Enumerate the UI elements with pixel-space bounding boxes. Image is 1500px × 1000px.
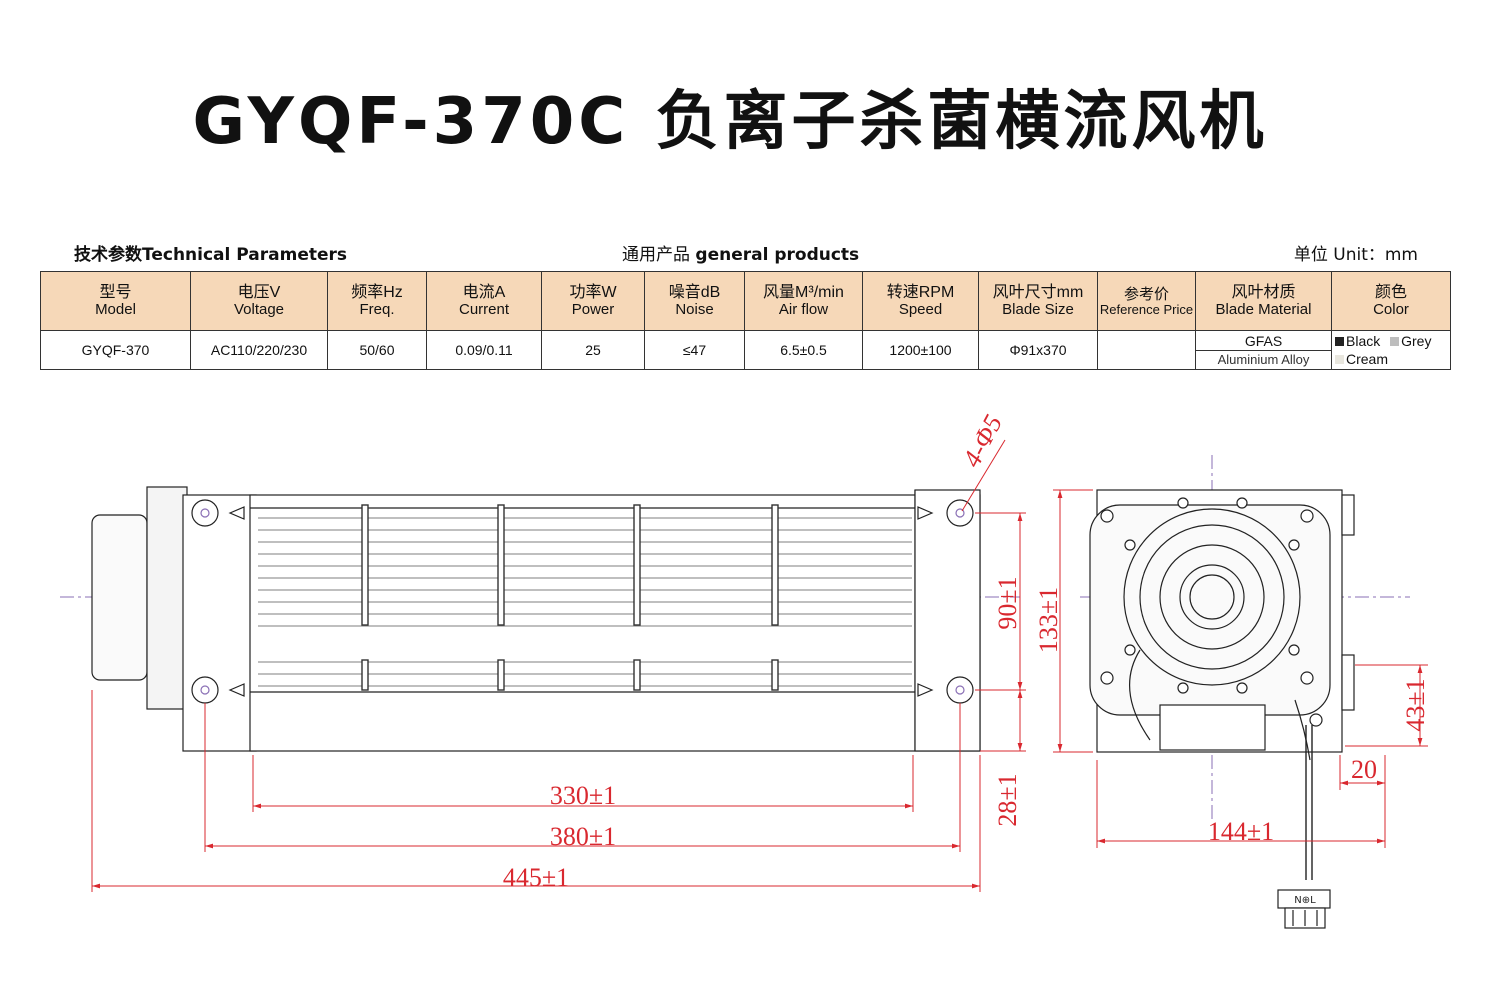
side-screws (1100, 497, 1314, 694)
cell-model: GYQF-370 (40, 330, 191, 370)
general-products-cn: 通用产品 (622, 245, 690, 265)
general-products-en: general products (695, 245, 860, 265)
technical-parameters-heading: 技术参数Technical Parameters (74, 240, 347, 265)
dim-holes: 4-Φ5 (957, 410, 1008, 472)
dim-133: 133±1 (1034, 587, 1063, 653)
cell-power: 25 (541, 330, 645, 370)
cell-freq: 50/60 (327, 330, 427, 370)
dim-330: 330±1 (550, 781, 616, 810)
front-view (91, 486, 981, 752)
dim-20: 20 (1351, 755, 1377, 784)
heading-cn: 技术参数 (74, 245, 142, 265)
page-title: GYQF-370C 负离子杀菌横流风机 (192, 85, 1268, 159)
cell-noise: ≤47 (644, 330, 745, 370)
dim-90: 90±1 (993, 576, 1022, 629)
dim-445: 445±1 (503, 863, 569, 892)
cell-current: 0.09/0.11 (426, 330, 542, 370)
general-products-heading: 通用产品 general products (622, 240, 859, 265)
grey-swatch (1390, 337, 1400, 346)
black-swatch (1335, 337, 1344, 346)
cell-blade-size: Φ91x370 (978, 330, 1098, 370)
dim-43: 43±1 (1401, 678, 1430, 731)
dim-380: 380±1 (550, 822, 616, 851)
dimension-labels: 330±1 380±1 445±1 144±1 20 90±1 28±1 133… (503, 410, 1430, 892)
color-grey: Grey (1390, 333, 1431, 349)
color-black: Black (1335, 333, 1380, 349)
cell-blade-material: GFAS Aluminium Alloy (1195, 330, 1332, 370)
connector-icon (1277, 889, 1331, 929)
front-dimensions (91, 439, 1026, 892)
dim-28: 28±1 (993, 773, 1022, 826)
material-gfas: GFAS (1196, 332, 1331, 351)
heading-en: Technical Parameters (142, 245, 348, 265)
cell-color: Black Grey Cream (1331, 330, 1451, 370)
unit-cn: 单位 (1293, 245, 1328, 265)
color-cream: Cream (1335, 351, 1388, 367)
cell-voltage: AC110/220/230 (190, 330, 328, 370)
side-dimensions (1053, 489, 1428, 848)
dim-144: 144±1 (1208, 817, 1274, 846)
unit-label: 单位 Unit：mm (1294, 240, 1418, 265)
unit-en: Unit：mm (1333, 245, 1418, 265)
connector-label: N⊕L (1294, 895, 1316, 906)
side-view (1089, 489, 1355, 929)
table-row: GYQF-370 AC110/220/230 50/60 0.09/0.11 2… (40, 330, 1451, 370)
cream-swatch (1335, 355, 1344, 364)
cell-speed: 1200±100 (862, 330, 979, 370)
material-aluminium: Aluminium Alloy (1217, 352, 1310, 367)
cell-price (1097, 330, 1196, 370)
